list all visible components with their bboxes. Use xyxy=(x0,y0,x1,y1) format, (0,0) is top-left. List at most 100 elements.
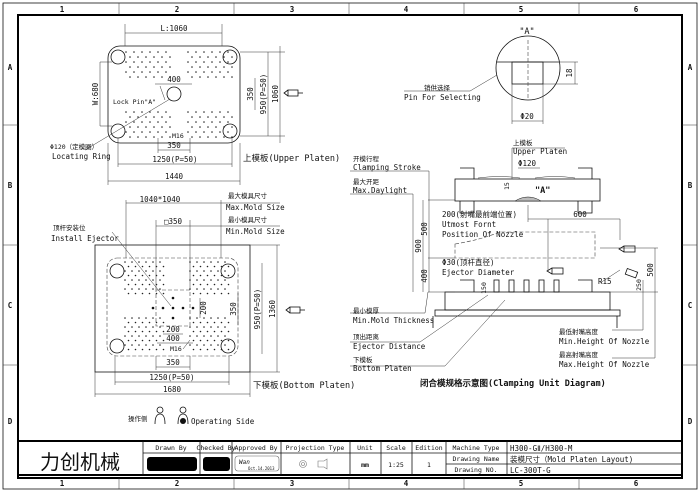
dim-label: 200 xyxy=(166,325,180,334)
tapped-hole xyxy=(217,335,219,337)
tapped-hole xyxy=(157,61,159,63)
unit-value: mm xyxy=(361,461,369,469)
tapped-hole xyxy=(124,317,126,319)
tapped-hole xyxy=(213,283,216,286)
tapped-hole xyxy=(211,131,213,133)
clamping-diagram-title: 闭合模规格示意图(Clamping Unit Diagram) xyxy=(420,378,606,389)
tapped-hole xyxy=(127,330,130,333)
tapped-hole xyxy=(165,71,167,73)
machine-type-value: H300-GⅡ/H300-M xyxy=(510,444,573,453)
tapped-hole xyxy=(145,279,147,281)
tapped-hole xyxy=(191,126,193,128)
tapped-hole xyxy=(131,326,133,328)
min-mold-thickness-cn: 最小模厚 xyxy=(353,306,380,315)
tapped-hole xyxy=(220,283,223,286)
tapped-hole xyxy=(155,348,158,351)
column-label: 3 xyxy=(290,5,295,14)
column-label: 1 xyxy=(60,5,65,14)
dim-label: 200 xyxy=(199,301,208,315)
column-label: 1 xyxy=(60,479,65,488)
drawing-name-label: Drawing Name xyxy=(453,455,500,463)
upper-platen-outline xyxy=(107,45,241,144)
tapped-hole xyxy=(159,288,161,290)
dim-label: 1040*1040 xyxy=(140,195,181,204)
tapped-hole xyxy=(192,292,195,295)
tapped-hole xyxy=(159,344,161,346)
tapped-hole xyxy=(131,270,133,272)
tapped-hole xyxy=(199,348,202,351)
tapped-hole xyxy=(196,270,198,272)
tapped-hole xyxy=(187,71,189,73)
tapped-hole xyxy=(191,136,193,138)
column-ruler xyxy=(3,3,697,489)
tapped-hole xyxy=(153,116,155,118)
tapped-hole xyxy=(207,116,209,118)
tapped-hole xyxy=(141,71,143,73)
tapped-hole xyxy=(169,136,171,138)
tapped-hole xyxy=(162,265,165,268)
tapped-hole xyxy=(124,288,126,290)
bottom-platen-section xyxy=(444,291,611,311)
tapped-hole xyxy=(227,274,230,277)
tapped-hole xyxy=(224,279,226,281)
tapped-hole xyxy=(199,292,202,295)
tapped-hole xyxy=(129,66,131,68)
pin-selecting-cn: 销供选择 xyxy=(424,83,451,92)
tapped-hole xyxy=(153,126,155,128)
tapped-hole xyxy=(203,270,205,272)
row-label: C xyxy=(688,301,693,310)
tapped-hole xyxy=(161,126,163,128)
tapped-hole xyxy=(223,56,225,58)
bottom-platen-label: 下模板(Bottom Platen) xyxy=(253,380,355,391)
tapped-hole xyxy=(217,279,219,281)
tapped-hole xyxy=(141,51,143,53)
tapped-hole xyxy=(129,76,131,78)
tapped-hole xyxy=(213,274,216,277)
tapped-hole xyxy=(145,326,147,328)
dim-label: 1250(P=50) xyxy=(149,373,194,382)
tapped-hole xyxy=(152,261,154,263)
tapped-hole xyxy=(189,335,191,337)
dim-label: 350 xyxy=(167,141,181,150)
tapped-hole xyxy=(141,61,143,63)
tapped-hole xyxy=(203,71,205,73)
upper-platen-cn: 上模板 xyxy=(513,138,533,147)
dim-label: 150 xyxy=(480,282,488,294)
tapped-hole xyxy=(153,136,155,138)
tapped-hole xyxy=(203,326,205,328)
tapped-hole xyxy=(219,111,221,113)
tapped-hole xyxy=(138,279,140,281)
tapped-hole xyxy=(199,56,201,58)
tapped-hole xyxy=(165,111,167,113)
tapped-hole xyxy=(162,348,165,351)
tapped-hole xyxy=(152,279,154,281)
tapped-hole xyxy=(159,270,161,272)
nozzle-front-en1: Utmost Fornt xyxy=(442,220,496,229)
tapped-hole xyxy=(215,76,217,78)
tapped-hole xyxy=(219,121,221,123)
dim-label: 500 xyxy=(646,263,655,277)
tapped-hole xyxy=(203,51,205,53)
tapped-hole xyxy=(157,131,159,133)
tapped-hole xyxy=(203,317,205,319)
tapped-hole xyxy=(137,126,139,128)
dim-label: 18 xyxy=(565,68,574,78)
tapped-hole xyxy=(195,131,197,133)
tapped-hole xyxy=(219,131,221,133)
tapped-hole xyxy=(137,76,139,78)
tapped-hole xyxy=(187,131,189,133)
nozzle-icon xyxy=(283,89,303,97)
edition-label: Edition xyxy=(415,444,442,452)
tapped-hole xyxy=(129,56,131,58)
upper-platen-view: L:1060 400 350 1250(P=50) 1440 W:680 350… xyxy=(50,24,340,185)
tapped-hole xyxy=(159,261,161,263)
column-label: 3 xyxy=(290,479,295,488)
tapped-hole xyxy=(215,56,217,58)
tapped-hole xyxy=(192,321,195,324)
locating-ring-en: Locating Ring xyxy=(52,152,111,161)
tapped-hole xyxy=(210,317,212,319)
tapped-hole xyxy=(206,283,209,286)
tapped-hole xyxy=(124,270,126,272)
tapped-hole xyxy=(227,121,229,123)
tapped-hole xyxy=(207,66,209,68)
